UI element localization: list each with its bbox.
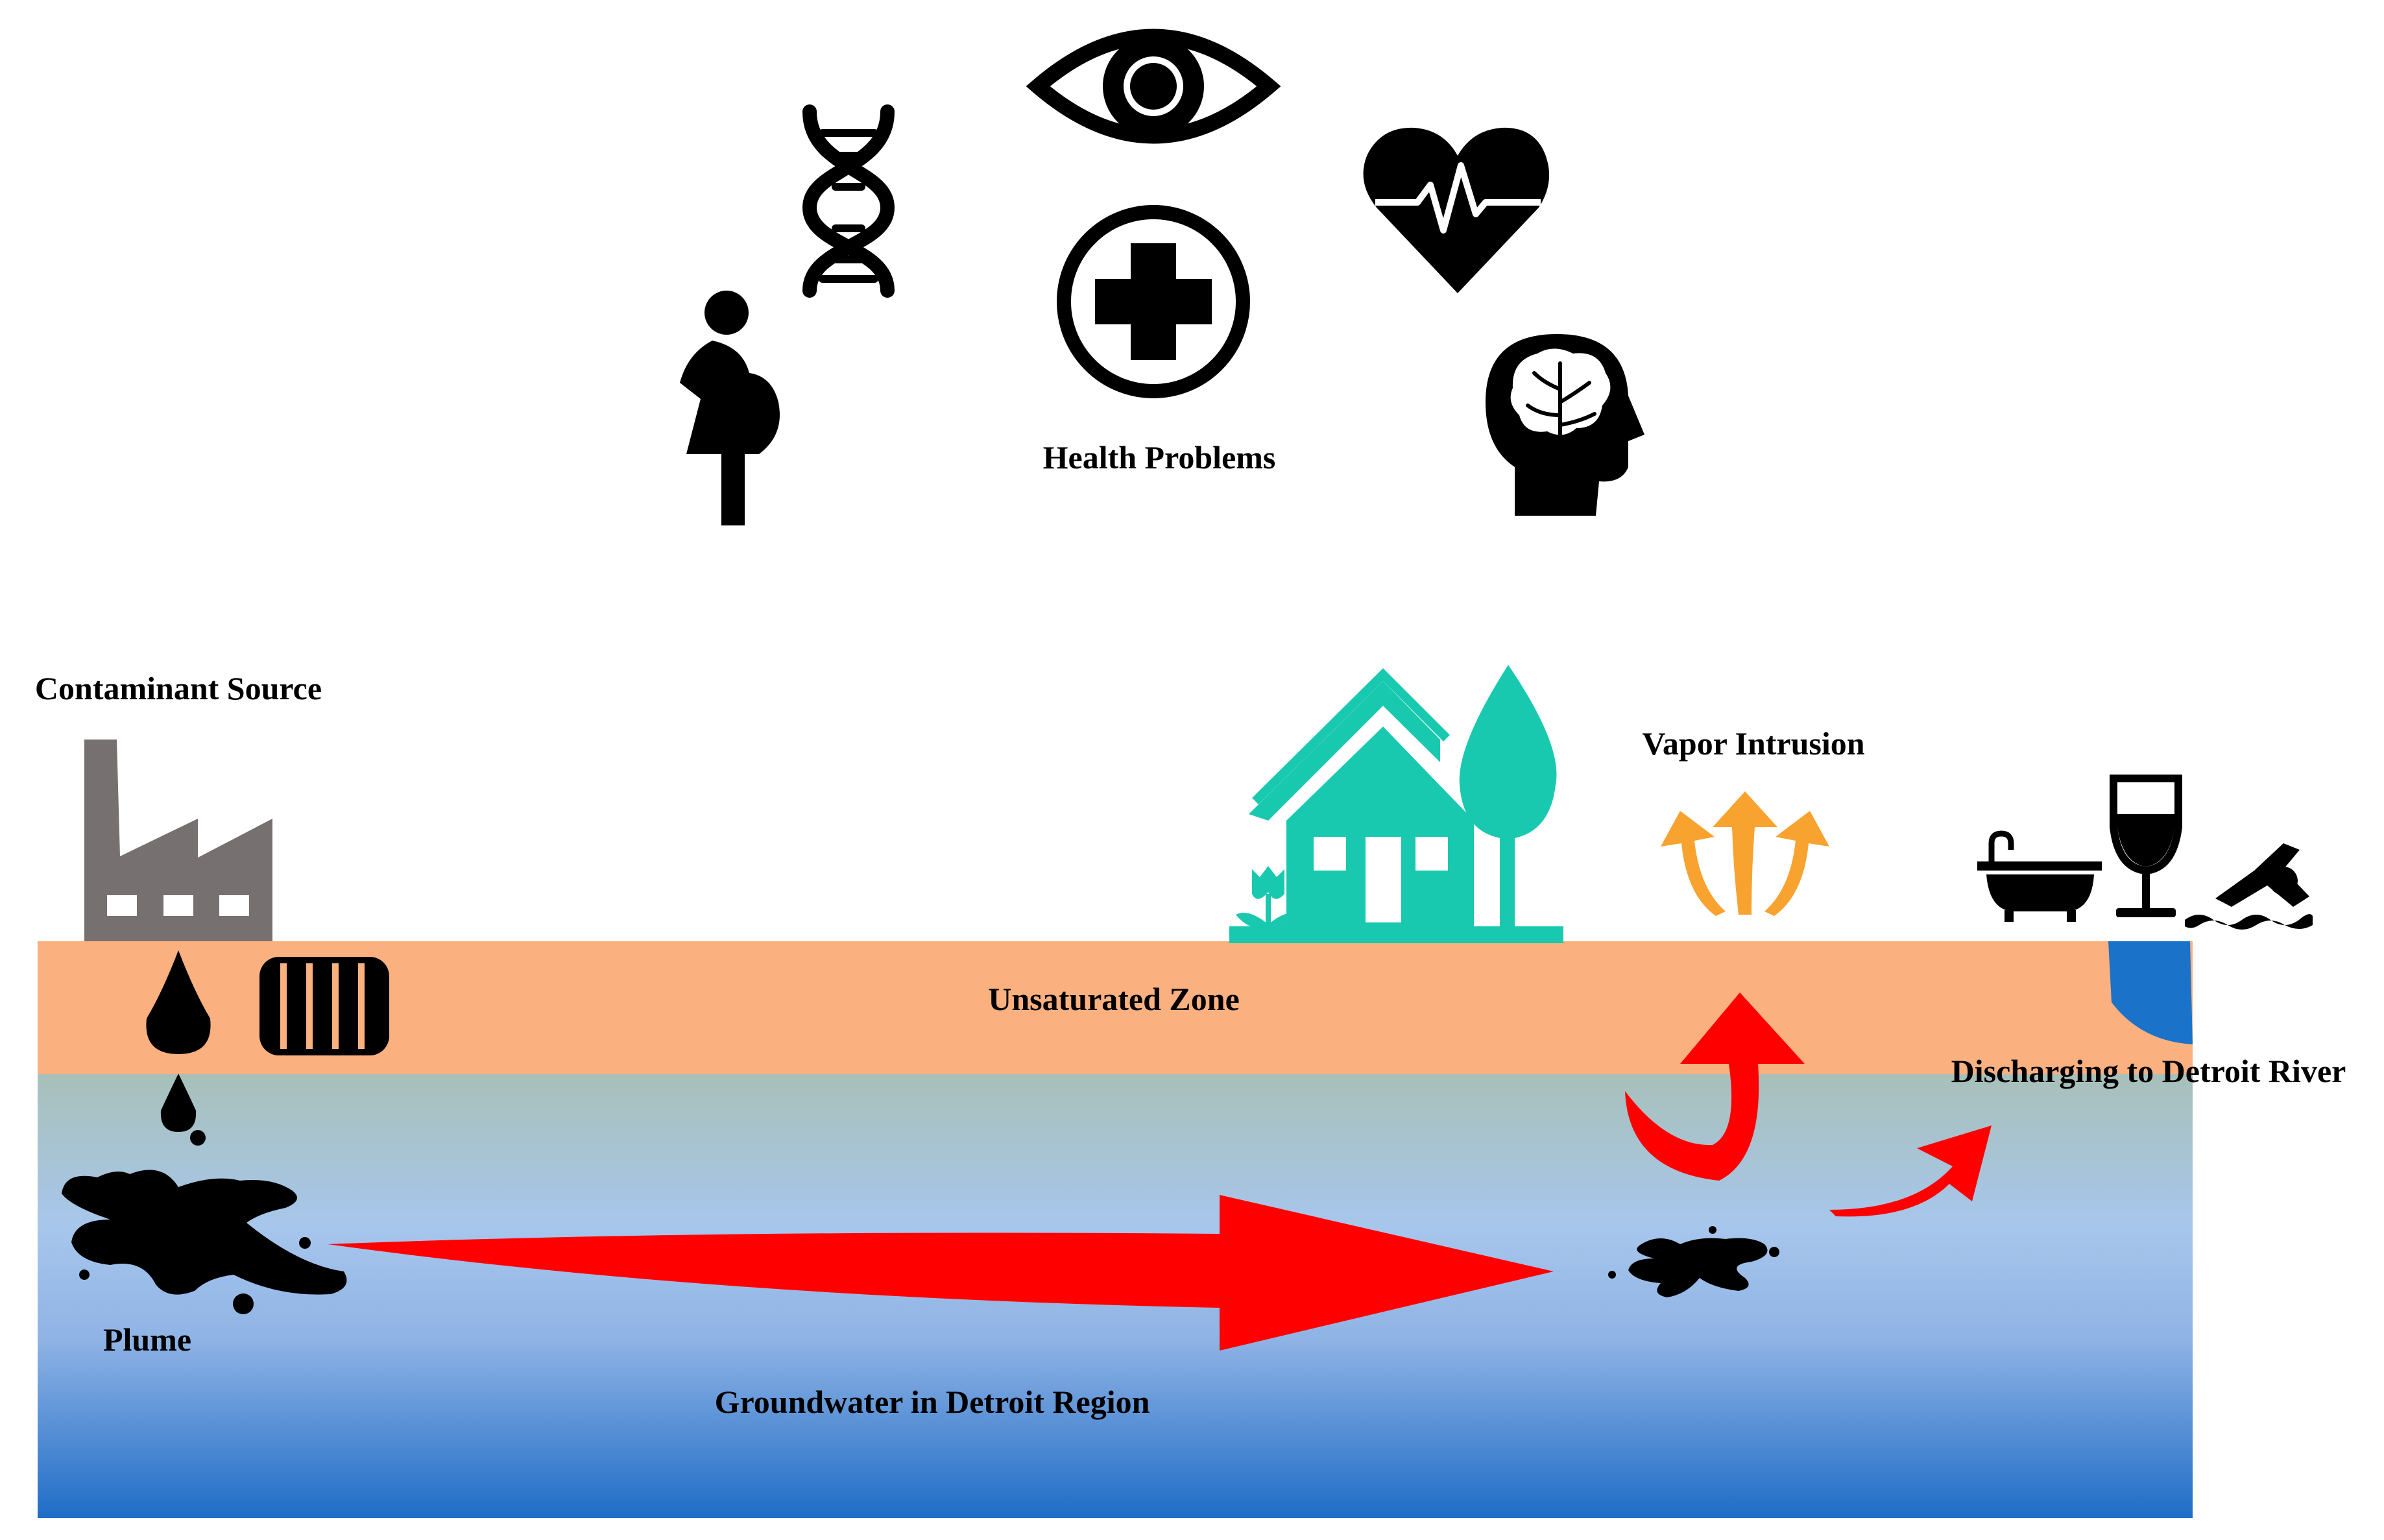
oil-drop-icon bbox=[146, 950, 211, 1054]
plume-splat bbox=[62, 1130, 347, 1314]
dna-icon bbox=[802, 104, 895, 298]
contaminant-source-label: Contaminant Source bbox=[35, 670, 322, 706]
swimmer-icon bbox=[2185, 843, 2313, 930]
vapor-arrows-icon bbox=[1661, 791, 1829, 916]
brain-head-icon bbox=[1486, 334, 1644, 516]
unsaturated-zone bbox=[38, 941, 2193, 1074]
house-icon bbox=[1229, 668, 1563, 943]
groundwater-label: Groundwater in Detroit Region bbox=[715, 1384, 1150, 1420]
small-drop-icon bbox=[160, 1074, 197, 1132]
flower-icon bbox=[1236, 866, 1301, 930]
plume-label: Plume bbox=[103, 1321, 191, 1358]
wine-glass-icon bbox=[2110, 775, 2182, 917]
groundwater-flow-arrow bbox=[328, 1195, 1554, 1351]
factory-icon bbox=[84, 740, 272, 941]
vapor-intrusion-label: Vapor Intrusion bbox=[1642, 725, 1864, 762]
pregnant-woman-icon bbox=[680, 291, 780, 525]
eye-icon bbox=[1026, 29, 1281, 144]
barrels-icon bbox=[259, 957, 389, 1055]
river-outlet bbox=[2108, 941, 2193, 1044]
contaminant-splat bbox=[1608, 1226, 1779, 1297]
vapor-intrusion-arrow bbox=[1625, 993, 1805, 1181]
medical-cross-icon bbox=[1057, 205, 1250, 398]
tree-icon bbox=[1459, 665, 1557, 931]
health-problems-label: Health Problems bbox=[1043, 439, 1276, 475]
discharging-label: Discharging to Detroit River bbox=[1951, 1053, 2346, 1089]
bathtub-icon bbox=[1977, 830, 2102, 922]
unsaturated-zone-label: Unsaturated Zone bbox=[988, 981, 1240, 1017]
heart-rate-icon bbox=[1363, 127, 1550, 293]
discharge-arrow bbox=[1829, 1125, 1992, 1217]
